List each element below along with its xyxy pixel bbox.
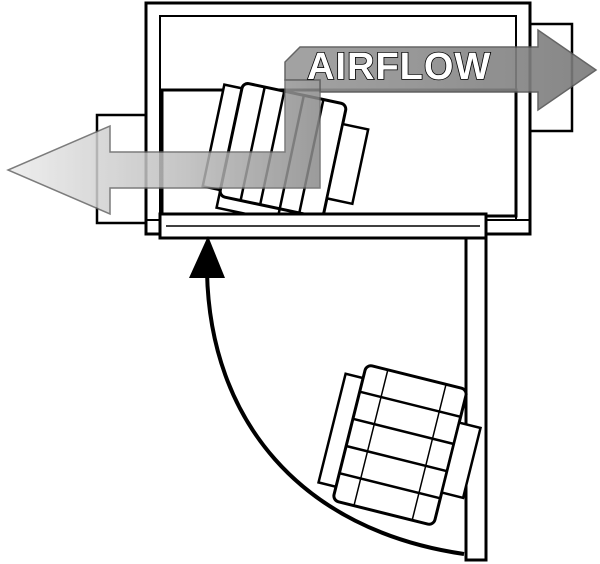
lid-closed [158, 212, 488, 240]
lid-open [464, 236, 488, 562]
swing-arrow [189, 236, 465, 556]
airflow-label: AIRFLOW [307, 46, 491, 88]
inline-fan-on-lid [317, 364, 483, 526]
airflow-arrow-main [6, 79, 321, 216]
